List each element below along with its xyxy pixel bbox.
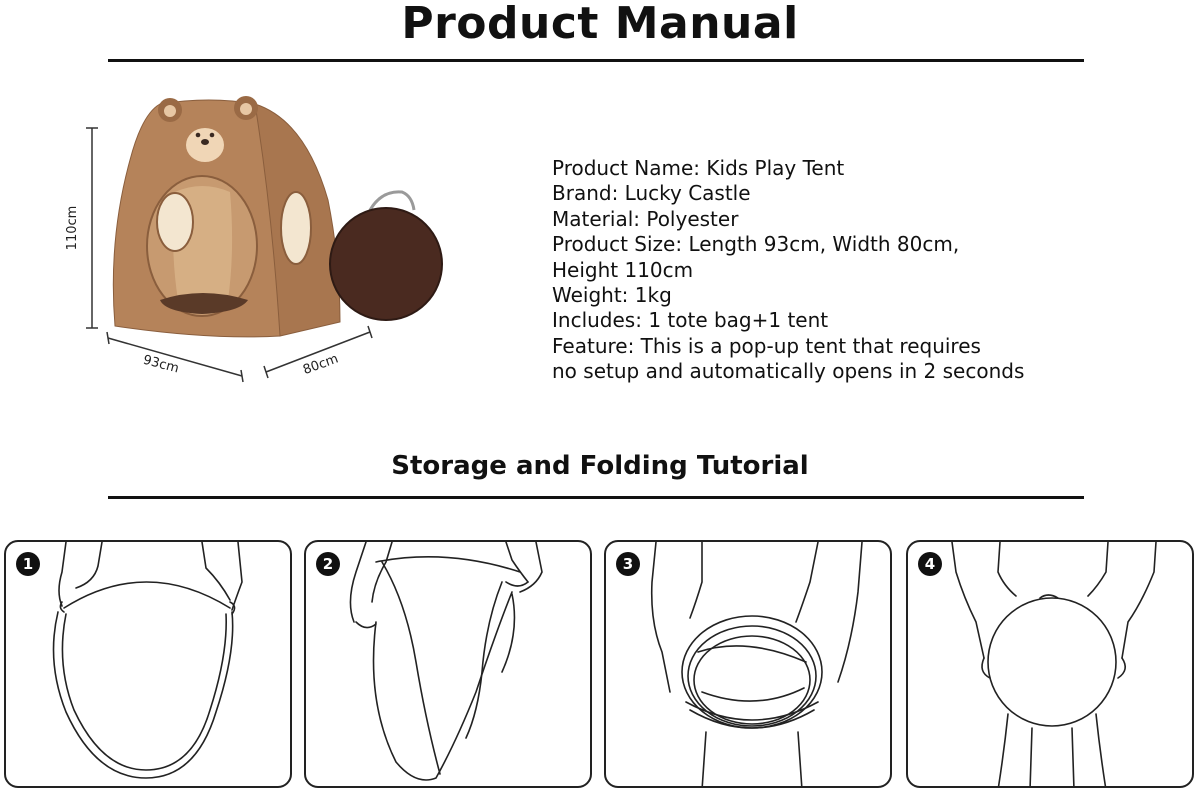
step-panel-3: 3 <box>604 540 892 788</box>
step-1-illustration <box>52 542 243 779</box>
doorway-floor <box>160 293 248 314</box>
step-number-badge: 3 <box>616 552 640 576</box>
spec-line: Weight: 1kg <box>552 283 672 308</box>
step-4-illustration <box>951 542 1157 786</box>
spec-line: Material: Polyester <box>552 206 739 231</box>
product-specs: Product Name: Kids Play Tent Brand: Luck… <box>552 156 1072 385</box>
bear-eye-right <box>209 132 215 138</box>
step-number-badge: 2 <box>316 552 340 576</box>
bear-ear-left-inner <box>164 105 176 117</box>
height-label: 110cm <box>65 206 80 251</box>
step-panel-2: 2 <box>304 540 592 788</box>
step-panel-1: 1 <box>4 540 292 788</box>
front-window <box>156 192 194 252</box>
spec-line: Brand: Lucky Castle <box>552 181 751 206</box>
length-dimension <box>106 331 244 383</box>
step-number-badge: 1 <box>16 552 40 576</box>
tent-illustration: 110cm 93cm 80cm <box>65 96 443 383</box>
bag-handle <box>368 190 416 211</box>
step-3-illustration <box>650 542 863 786</box>
spec-line: Feature: This is a pop-up tent that requ… <box>552 333 981 358</box>
spec-line: no setup and automatically opens in 2 se… <box>552 359 1025 384</box>
tutorial-divider <box>108 496 1084 499</box>
height-dimension <box>86 127 98 329</box>
width-dimension <box>263 325 373 379</box>
side-window <box>280 191 312 265</box>
step-panel-4: 4 <box>906 540 1194 788</box>
spec-line: Product Name: Kids Play Tent <box>552 156 845 180</box>
tutorial-title: Storage and Folding Tutorial <box>391 451 809 481</box>
spec-line: Includes: 1 tote bag+1 tent <box>552 308 829 333</box>
spec-line: Product Size: Length 93cm, Width 80cm, <box>552 232 960 257</box>
title-divider <box>108 59 1084 62</box>
bear-eye-left <box>195 132 201 138</box>
page-title: Product Manual <box>401 0 799 49</box>
spec-line: Height 110cm <box>552 257 694 282</box>
step-2-illustration <box>349 542 543 781</box>
bear-ear-right-inner <box>240 103 252 115</box>
bear-nose <box>201 139 209 145</box>
storage-bag <box>329 207 443 321</box>
step-number-badge: 4 <box>918 552 942 576</box>
